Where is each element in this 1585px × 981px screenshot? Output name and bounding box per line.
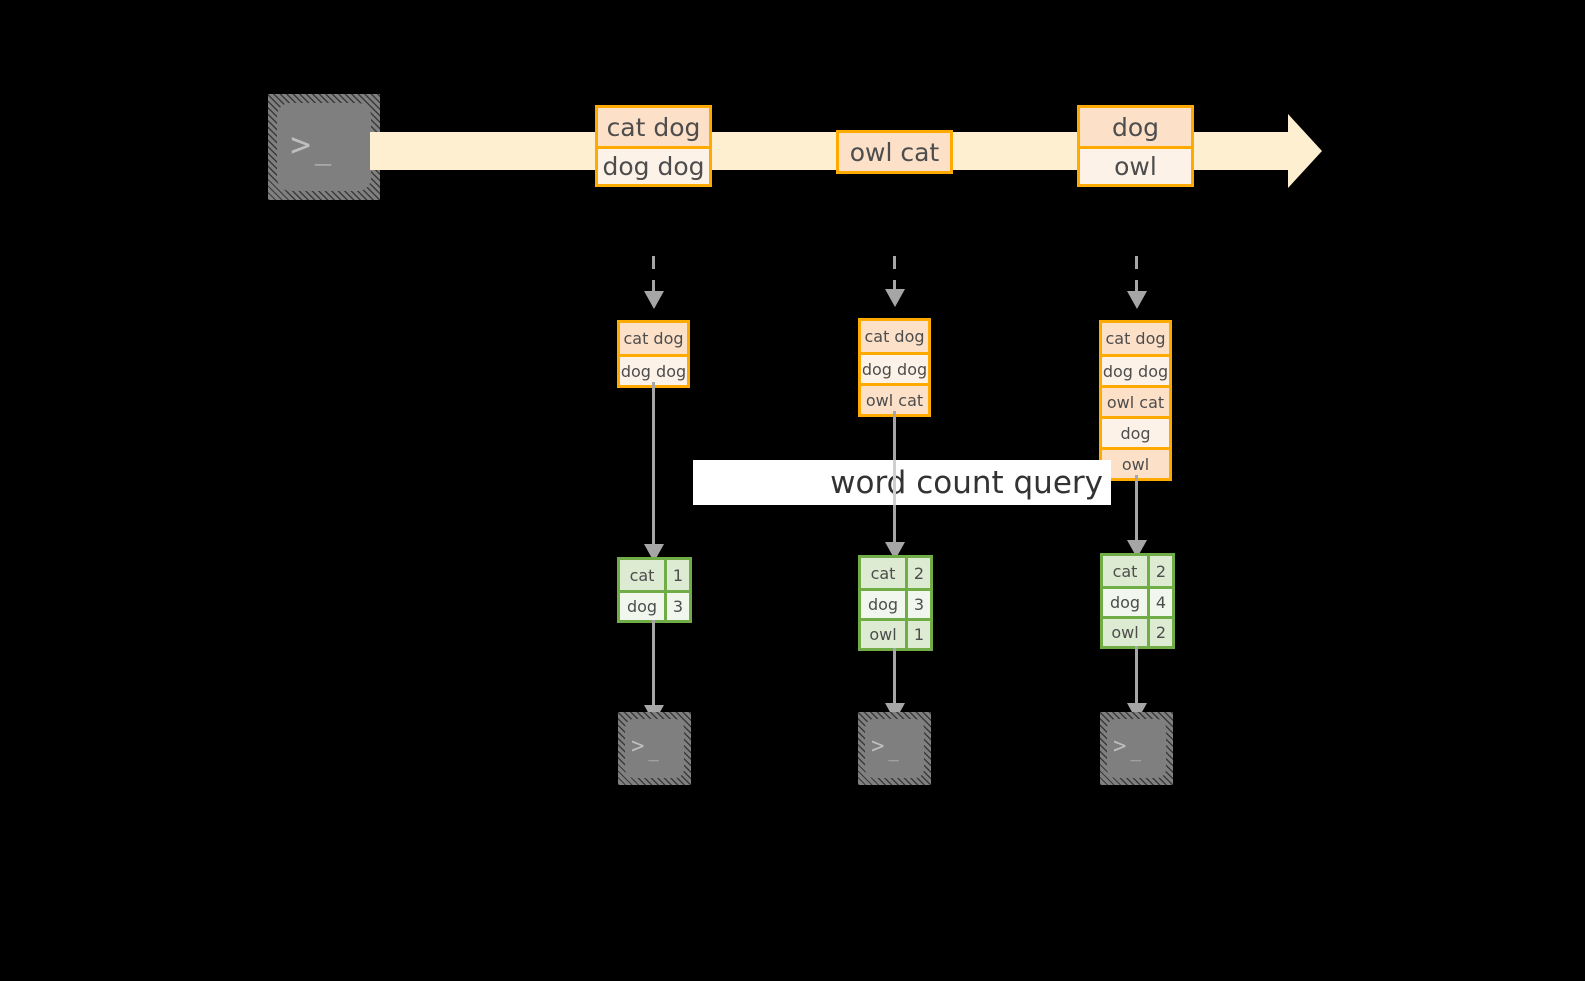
trigger-3-sink-terminal-icon: > _ xyxy=(1100,712,1173,785)
trigger-3-result-table: cat 2 dog 4 owl 2 xyxy=(1100,553,1175,649)
trigger-1-feed-arrowhead xyxy=(644,291,664,309)
stream-batch-3: dog owl xyxy=(1077,105,1194,187)
prompt-cursor-icon: _ xyxy=(1130,741,1142,762)
terminal-screen xyxy=(1107,719,1166,778)
prompt-cursor-icon: _ xyxy=(648,741,660,762)
trigger-1-input-table: cat dog dog dog xyxy=(617,320,690,388)
trigger-2-query-line-overlay xyxy=(893,460,896,505)
trigger-3-feed-line xyxy=(1135,256,1138,294)
trigger-3-query-line xyxy=(1135,475,1138,547)
result-word: dog xyxy=(861,591,905,618)
stream-event: owl xyxy=(1080,146,1191,184)
trigger-1-query-line-overlay xyxy=(652,460,655,505)
result-word: dog xyxy=(620,593,664,620)
result-word: owl xyxy=(1103,619,1147,646)
input-row: owl cat xyxy=(861,383,928,414)
terminal-prompt-glyphs: > _ xyxy=(618,712,691,785)
result-word: cat xyxy=(861,558,905,588)
trigger-3-feed-arrowhead xyxy=(1127,291,1147,309)
result-word: cat xyxy=(1103,556,1147,586)
result-count: 2 xyxy=(1147,556,1172,586)
result-count: 3 xyxy=(664,593,689,620)
input-row: owl cat xyxy=(1102,385,1169,416)
prompt-chevron-icon: > xyxy=(871,733,886,759)
result-row: cat 1 xyxy=(620,560,689,590)
result-count: 2 xyxy=(1147,619,1172,646)
terminal-prompt-glyphs: > _ xyxy=(1100,712,1173,785)
result-count: 1 xyxy=(664,560,689,590)
result-row: cat 2 xyxy=(1103,556,1172,586)
input-row: dog dog xyxy=(620,354,687,385)
stream-event: owl cat xyxy=(839,133,950,171)
trigger-2-sink-line xyxy=(893,648,896,710)
prompt-chevron-icon: > xyxy=(1113,733,1128,759)
stream-batch-1: cat dog dog dog xyxy=(595,105,712,187)
terminal-screen xyxy=(625,719,684,778)
prompt-chevron-icon: > xyxy=(290,125,312,165)
result-row: dog 4 xyxy=(1103,586,1172,616)
result-row: dog 3 xyxy=(861,588,930,618)
result-count: 3 xyxy=(905,591,930,618)
trigger-2-result-table: cat 2 dog 3 owl 1 xyxy=(858,555,933,651)
result-word: cat xyxy=(620,560,664,590)
terminal-prompt-glyphs: > _ xyxy=(858,712,931,785)
result-row: owl 2 xyxy=(1103,616,1172,646)
trigger-3-query-line-overlay xyxy=(1135,475,1138,505)
input-row: owl xyxy=(1102,447,1169,478)
result-row: dog 3 xyxy=(620,590,689,620)
prompt-cursor-icon: _ xyxy=(314,135,333,167)
stream-event: dog xyxy=(1080,108,1191,146)
trigger-2-input-table: cat dog dog dog owl cat xyxy=(858,318,931,417)
input-row: cat dog xyxy=(620,323,687,354)
trigger-1-feed-line xyxy=(652,256,655,294)
source-terminal-icon: > _ xyxy=(268,94,380,200)
event-stream-arrow-head xyxy=(1288,114,1322,188)
result-word: owl xyxy=(861,621,905,648)
trigger-2-sink-terminal-icon: > _ xyxy=(858,712,931,785)
trigger-3-input-table: cat dog dog dog owl cat dog owl xyxy=(1099,320,1172,481)
result-count: 2 xyxy=(905,558,930,588)
trigger-2-feed-line xyxy=(893,256,896,292)
query-label: word count query xyxy=(830,464,1103,501)
result-count: 1 xyxy=(905,621,930,648)
trigger-1-sink-line xyxy=(652,620,655,710)
input-row: cat dog xyxy=(861,321,928,352)
terminal-prompt-glyphs: > _ xyxy=(268,94,380,200)
trigger-1-sink-terminal-icon: > _ xyxy=(618,712,691,785)
input-row: dog dog xyxy=(1102,354,1169,385)
prompt-chevron-icon: > xyxy=(631,733,646,759)
result-row: cat 2 xyxy=(861,558,930,588)
input-row: cat dog xyxy=(1102,323,1169,354)
word-count-query-band: word count query xyxy=(693,460,1111,505)
result-count: 4 xyxy=(1147,589,1172,616)
trigger-2-feed-arrowhead xyxy=(885,289,905,307)
terminal-screen xyxy=(277,103,371,191)
result-row: owl 1 xyxy=(861,618,930,648)
stream-batch-2: owl cat xyxy=(836,130,953,174)
terminal-screen xyxy=(865,719,924,778)
input-row: dog dog xyxy=(861,352,928,383)
stream-event: cat dog xyxy=(598,108,709,146)
trigger-3-sink-line xyxy=(1135,646,1138,710)
result-word: dog xyxy=(1103,589,1147,616)
prompt-cursor-icon: _ xyxy=(888,741,900,762)
input-row: dog xyxy=(1102,416,1169,447)
trigger-1-result-table: cat 1 dog 3 xyxy=(617,557,692,623)
stream-event: dog dog xyxy=(598,146,709,184)
